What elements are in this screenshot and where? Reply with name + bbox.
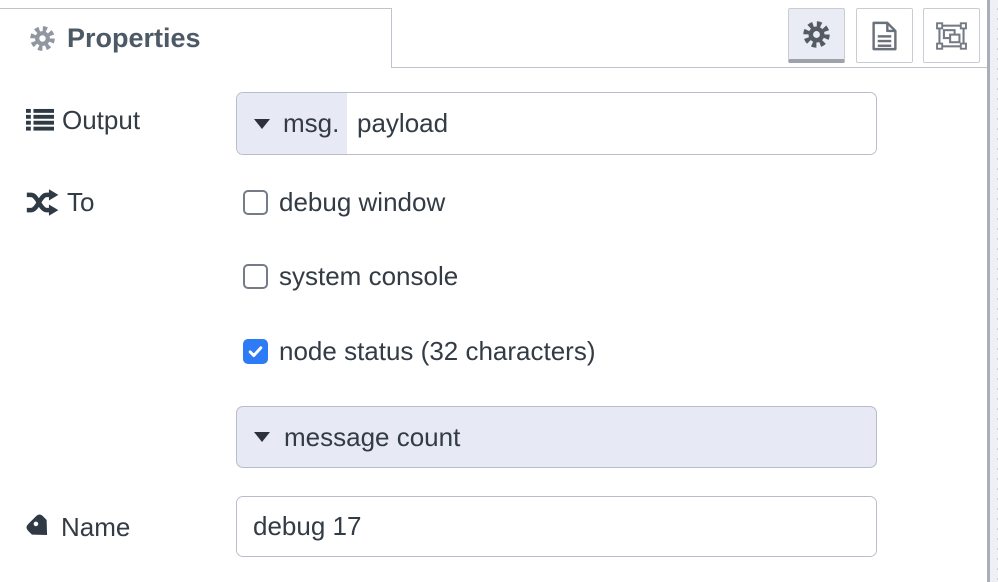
check-icon bbox=[248, 346, 263, 358]
checkbox-label: node status (32 characters) bbox=[279, 336, 596, 366]
gear-icon bbox=[30, 26, 55, 51]
checkbox-label: system console bbox=[279, 261, 459, 291]
status-type-value: message count bbox=[284, 421, 461, 452]
tag-icon bbox=[26, 513, 48, 535]
checkbox[interactable] bbox=[243, 339, 268, 364]
output-typed-input: msg. bbox=[236, 92, 877, 155]
file-text-icon bbox=[872, 21, 897, 50]
shuffle-icon bbox=[26, 188, 59, 216]
panel-right-border bbox=[987, 0, 990, 582]
name-input[interactable] bbox=[237, 497, 876, 556]
name-field bbox=[236, 496, 877, 557]
checkbox[interactable] bbox=[243, 264, 268, 289]
workspace-grid-sliver bbox=[990, 0, 998, 582]
output-property-input[interactable] bbox=[347, 93, 876, 154]
chevron-down-icon bbox=[254, 432, 270, 442]
to-label-text: To bbox=[67, 186, 95, 217]
gear-icon bbox=[803, 20, 830, 48]
output-label-text: Output bbox=[62, 104, 141, 135]
appearance-tab-button[interactable] bbox=[923, 8, 980, 63]
output-label: Output bbox=[26, 104, 140, 136]
checkbox[interactable] bbox=[243, 190, 268, 215]
tab-properties[interactable]: Properties bbox=[0, 8, 392, 68]
output-type-select-button[interactable]: msg. bbox=[237, 93, 347, 154]
properties-tab-button[interactable] bbox=[788, 8, 845, 63]
status-type-dropdown[interactable]: message count bbox=[236, 406, 877, 468]
name-label-text: Name bbox=[61, 511, 131, 542]
chevron-down-icon bbox=[254, 118, 270, 129]
typed-input-prefix: msg. bbox=[283, 108, 340, 138]
system-console-checkbox-row[interactable]: system console bbox=[243, 261, 458, 292]
debug-window-checkbox-row[interactable]: debug window bbox=[243, 187, 445, 218]
tab-properties-label: Properties bbox=[67, 23, 201, 53]
object-group-icon bbox=[936, 21, 967, 50]
name-label: Name bbox=[26, 511, 130, 543]
checkbox-label: debug window bbox=[279, 187, 446, 217]
description-tab-button[interactable] bbox=[856, 8, 913, 63]
node-status-checkbox-row[interactable]: node status (32 characters) bbox=[243, 336, 596, 367]
list-icon bbox=[26, 108, 54, 131]
tab-bar-rule bbox=[392, 67, 988, 68]
to-label: To bbox=[26, 186, 94, 218]
